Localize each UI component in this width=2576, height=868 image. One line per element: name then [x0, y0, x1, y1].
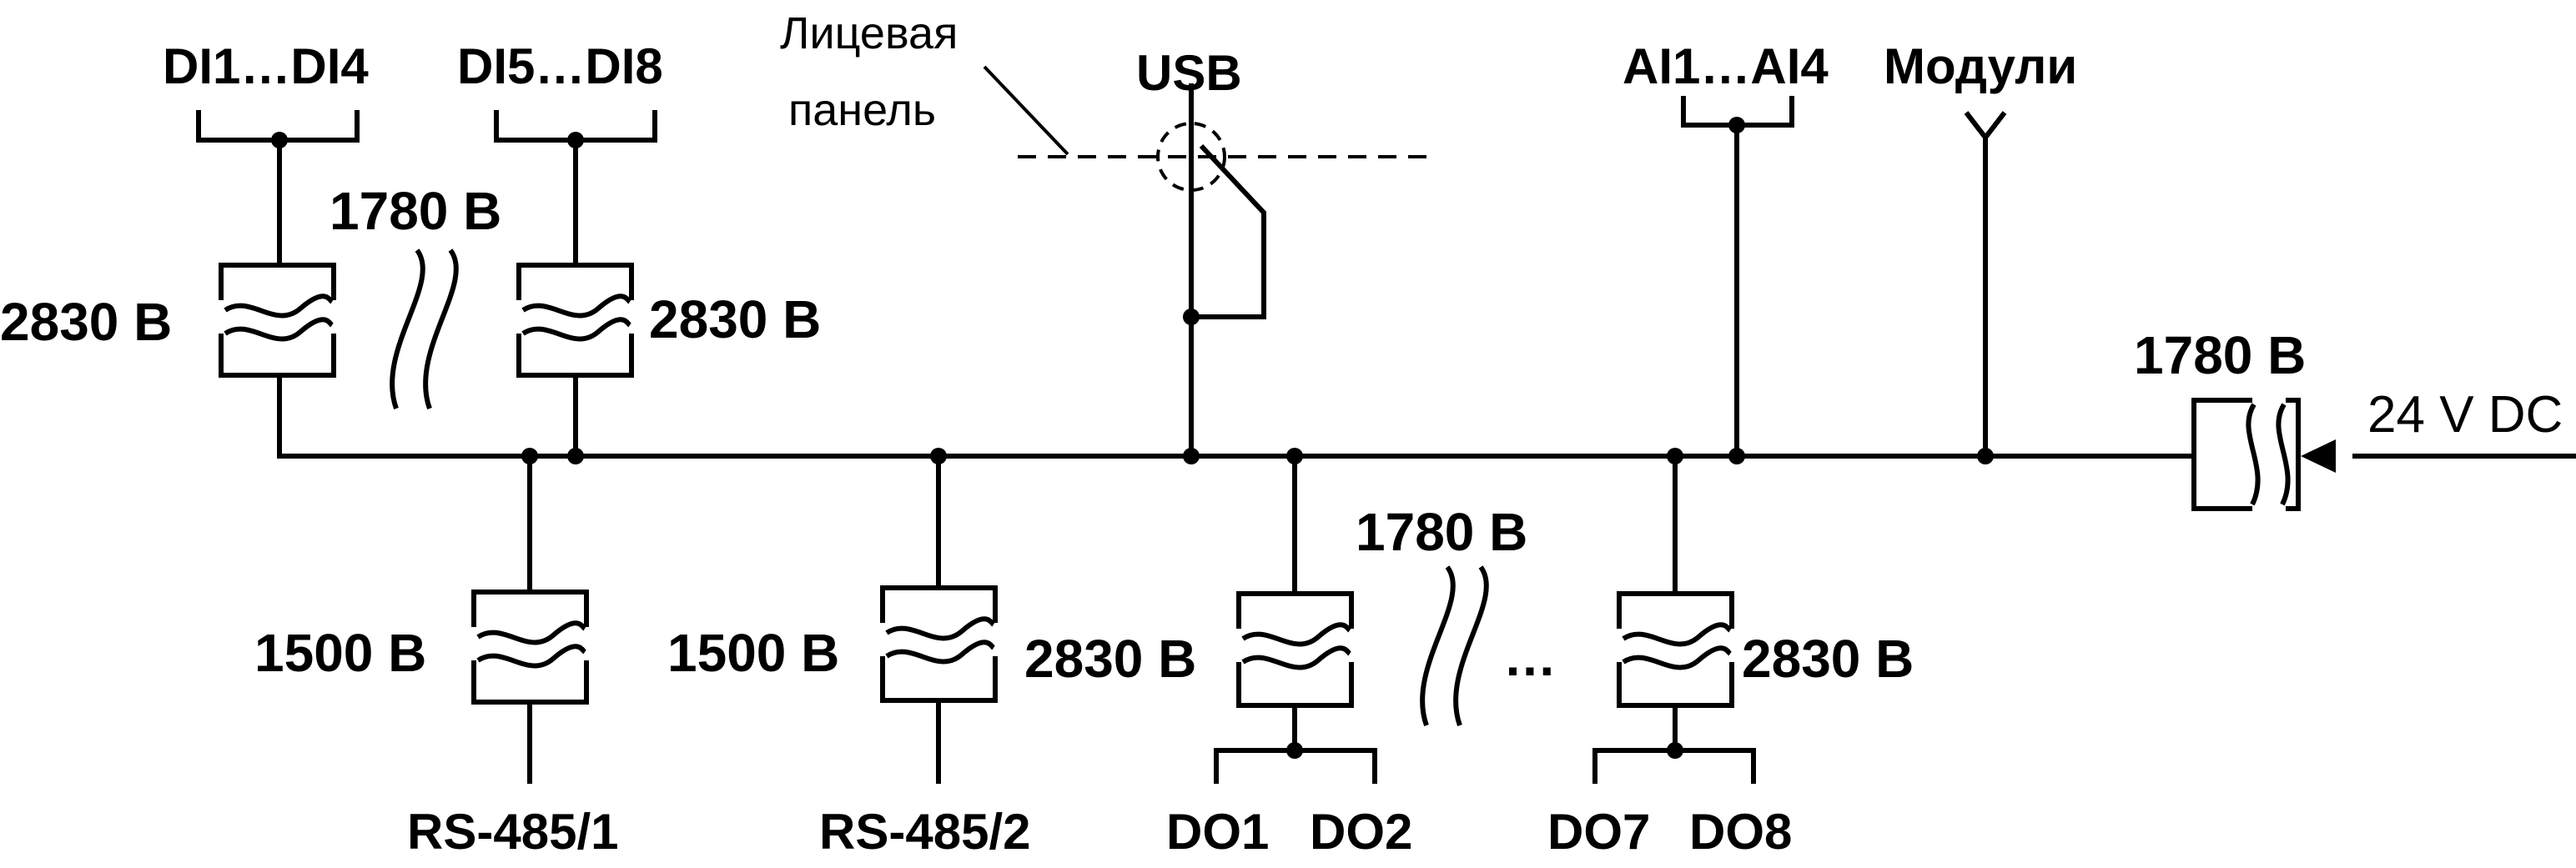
label-usb: USB [1136, 45, 1242, 101]
power-input-arrow [2301, 439, 2336, 473]
label-power-input: 24 V DC [2367, 386, 2563, 444]
usb-connector-marker [1156, 122, 1226, 192]
label-v-2830-di5: 2830 В [649, 289, 821, 349]
label-v-1780-top: 1780 В [330, 181, 501, 241]
label-v-1500-rs2: 1500 В [667, 623, 839, 683]
label-di5-8: DI5…DI8 [457, 38, 663, 94]
label-do1: DO1 [1166, 804, 1269, 860]
modules-branch [1964, 111, 2007, 456]
isolation-wave-di [390, 248, 459, 410]
di5-8-branch [494, 110, 657, 456]
label-v-2830-do1: 2830 В [1024, 629, 1196, 689]
ai1-4-branch [1681, 96, 1794, 456]
label-ellipsis: … [1503, 627, 1557, 687]
di1-4-branch [196, 110, 530, 459]
do1-2-branch [1214, 456, 1377, 784]
do7-8-branch [1592, 456, 1756, 784]
rs485-1-branch [471, 456, 589, 784]
label-front-panel-1: Лицевая [780, 8, 958, 58]
label-rs485-1: RS-485/1 [407, 804, 618, 860]
isolation-barrier-power [2191, 398, 2301, 511]
usb-branch [1156, 83, 1266, 456]
isolation-barrier-di1-4 [219, 263, 336, 378]
label-do7: DO7 [1547, 804, 1650, 860]
label-front-panel-2: панель [788, 85, 936, 135]
label-ai1-4: AI1…AI4 [1623, 38, 1829, 94]
bus-junctions [521, 448, 1994, 464]
label-v-2830-do7: 2830 В [1742, 629, 1914, 689]
label-rs485-2: RS-485/2 [819, 804, 1030, 860]
label-v-1780-power: 1780 В [2134, 325, 2306, 385]
isolation-barrier-do1-2 [1236, 591, 1354, 708]
rs485-2-branch [880, 456, 998, 784]
label-v-2830-di1: 2830 В [0, 292, 172, 352]
label-do8: DO8 [1689, 804, 1792, 860]
label-di1-4: DI1…DI4 [163, 38, 369, 94]
isolation-wave-do [1420, 565, 1489, 727]
front-panel-leader [983, 65, 1069, 156]
isolation-barrier-di5-8 [516, 263, 634, 378]
label-do2: DO2 [1310, 804, 1412, 860]
label-modules: Модули [1884, 38, 2077, 94]
isolation-barrier-do7-8 [1617, 591, 1734, 708]
isolation-barrier-rs485-1 [471, 590, 589, 705]
label-v-1500-rs1: 1500 В [254, 623, 426, 683]
isolation-barrier-rs485-2 [880, 585, 998, 703]
label-v-1780-do: 1780 В [1356, 502, 1527, 562]
